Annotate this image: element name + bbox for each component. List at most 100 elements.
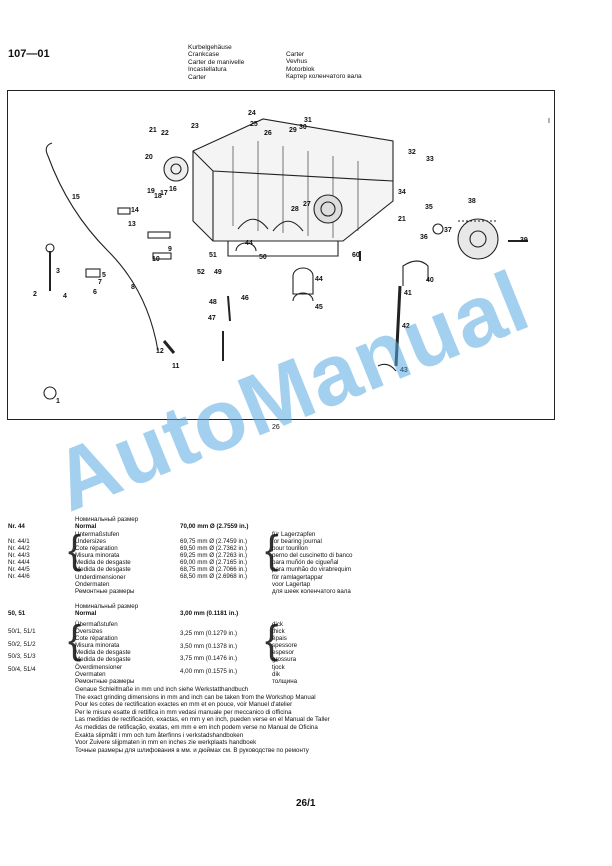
callout: 23 [191,123,199,130]
callout: 1 [56,398,60,405]
callout: 22 [161,130,169,137]
table1-head-value: 70,00 mm Ø (2.7559 in.) [180,523,249,530]
page-number: 26/1 [296,798,316,809]
callout: 15 [72,194,80,201]
callout: 3 [56,268,60,275]
callout: 13 [128,221,136,228]
title-line: Motorblok [286,65,315,73]
title-line: Incastellatura [188,66,227,74]
table1-row-no: Nr. 44/1 Nr. 44/2 Nr. 44/3 Nr. 44/4 Nr. … [8,538,30,581]
callout: 2 [33,291,37,298]
callout: 5 [102,272,106,279]
brace-symbol: { [265,528,279,572]
note-line: Voor Zuivere slijpmaten in mm en inches … [75,739,257,747]
title-list-right: Carter Vevhus Motorblok Картер коленчато… [286,51,362,81]
callout: 29 [289,127,297,134]
table1-notes: für Lagerzapfen for bearing journal pour… [272,531,353,595]
note-line: The exact grinding dimensions in mm and … [75,693,316,701]
table2-row-values: 3,25 mm (0.1279 in.) 3,50 mm (0.1378 in.… [180,630,238,675]
table2-nr: 50, 51 [8,610,26,617]
callout: 32 [408,149,416,156]
callout: 40 [426,277,434,284]
table2-row-labels: Übermaßstufen Oversizes Cote réparation … [75,621,135,685]
callout: 30 [299,124,307,131]
note-line: Exakta slipmått i mm och tum återfinns i… [75,731,244,739]
callout: 60 [352,252,360,259]
table2-head-ru: Номинальный размер [75,603,139,610]
table2-head-value: 3,00 mm (0.1181 in.) [180,610,239,617]
callout: 24 [248,110,256,117]
callout: 11 [172,363,180,370]
callout: 10 [152,256,160,263]
note-line: Genaue Schleifmaße in mm und inch siehe … [75,686,249,693]
callout: 7 [98,279,102,286]
callout: 45 [315,304,323,311]
callout: 6 [93,289,97,296]
callout: 9 [168,246,172,253]
callout: 18 [154,193,162,200]
callout: 33 [426,156,434,163]
callout: 21 [149,127,157,134]
callout: 17 [160,190,168,197]
callout: 28 [291,206,299,213]
table2-row-no: 50/1, 51/1 50/2, 51/2 50/3, 51/3 50/4, 5… [8,628,36,673]
exploded-view-figure: 1 2 3 4 5 6 7 8 9 10 11 12 13 14 15 16 1… [7,90,555,420]
callout: 48 [209,299,217,306]
margin-mark: I [548,118,550,125]
title-line: Carter [286,51,305,58]
callout: 51 [209,252,217,259]
figure-number: 26 [272,424,280,431]
callout: 50 [259,254,267,261]
callout: 52 [197,269,205,276]
table2-head-label: Normal [75,610,97,617]
note-line: Точные размеры для шлифования в мм. и дю… [75,746,309,754]
callout: 41 [404,290,412,297]
title-line: Carter [188,73,207,81]
title-line: Carter de manivelle [188,58,245,66]
title-line: Crankcase [188,51,220,59]
brace-symbol: { [265,618,279,662]
title-line: Vevhus [286,58,308,66]
callout: 46 [241,295,249,302]
note-line: As medidas de retificação, exatas, em mm… [75,723,318,731]
note-line: Pour les cotes de rectification exactes … [75,701,293,709]
callout: 47 [208,315,216,322]
note-line: Las medidas de rectificación, exactas, e… [75,716,330,724]
callout: 44 [245,240,253,247]
grinding-notes: Genaue Schleifmaße in mm und inch siehe … [75,686,330,754]
callout: 4 [63,293,67,300]
note-line: Per le misure esatte di rettifica in mm … [75,708,292,716]
title-line: Kurbelgehäuse [188,44,232,51]
table1-head-ru: Номинальный размер [75,516,139,523]
brace-symbol: { [68,528,82,572]
title-line: Картер коленчатого вала [286,73,362,81]
callout: 19 [147,188,155,195]
callout: 42 [402,323,410,330]
callout: 26 [264,130,272,137]
callout: 38 [468,198,476,205]
callout: 44 [315,276,323,283]
section-number: 107—01 [8,48,50,60]
callout: 8 [131,284,135,291]
callout: 16 [169,186,177,193]
callout: 34 [398,189,406,196]
callout: 43 [400,367,408,374]
callout: 49 [214,269,222,276]
callout: 37 [444,227,452,234]
callout: 39 [520,237,528,244]
table1-nr: Nr. 44 [8,523,25,530]
callout: 14 [131,207,139,214]
callout: 20 [145,154,153,161]
callout: 35 [425,204,433,211]
brace-symbol: { [68,618,82,662]
table1-row-labels: Untermaßstufen Undersizes Cote réparatio… [75,531,135,595]
callout: 25 [250,121,258,128]
crankcase-drawing: 1 2 3 4 5 6 7 8 9 10 11 12 13 14 15 16 1… [33,110,550,405]
table1-row-values: 69,75 mm Ø (2.7459 in.) 69,50 mm Ø (2.73… [180,538,248,581]
callout: 27 [303,201,311,208]
callout: 21 [398,216,406,223]
callout: 31 [304,117,312,124]
title-list-left: Kurbelgehäuse Crankcase Carter de manive… [188,44,244,81]
table2-notes: dick thick épais spessore espesor grossu… [272,621,298,685]
callout: 36 [420,234,428,241]
